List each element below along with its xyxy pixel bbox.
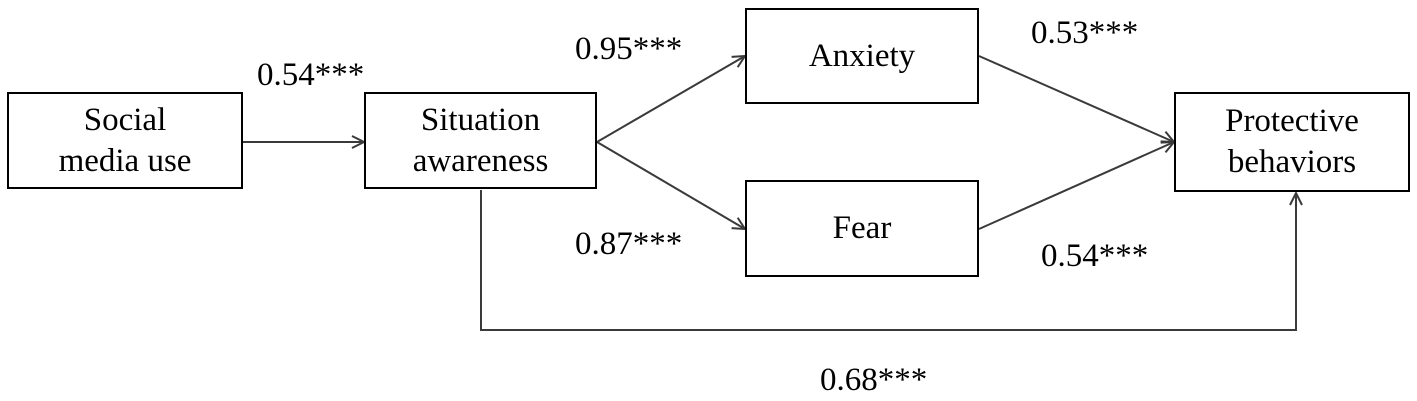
node-social-media-use: Social media use [7, 92, 243, 189]
coef-situation-to-protective: 0.68*** [820, 362, 928, 398]
node-fear: Fear [745, 180, 979, 277]
coef-anxiety-to-protective: 0.53*** [1031, 15, 1139, 51]
node-situation-awareness: Situation awareness [364, 92, 597, 189]
coef-fear-to-protective: 0.54*** [1041, 238, 1149, 274]
arrow-situation-to-anxiety [596, 56, 745, 143]
arrow-situation-to-fear [596, 141, 745, 229]
arrow-anxiety-to-protective [978, 55, 1174, 142]
arrow-situation-to-protective [480, 190, 1296, 331]
coef-situation-to-fear: 0.87*** [575, 226, 683, 262]
arrow-fear-to-protective [978, 142, 1174, 230]
coef-situation-to-anxiety: 0.95*** [575, 31, 683, 67]
coef-social-to-situation: 0.54*** [257, 57, 365, 93]
node-protective-behaviors: Protective behaviors [1174, 92, 1410, 192]
node-anxiety: Anxiety [745, 8, 979, 104]
